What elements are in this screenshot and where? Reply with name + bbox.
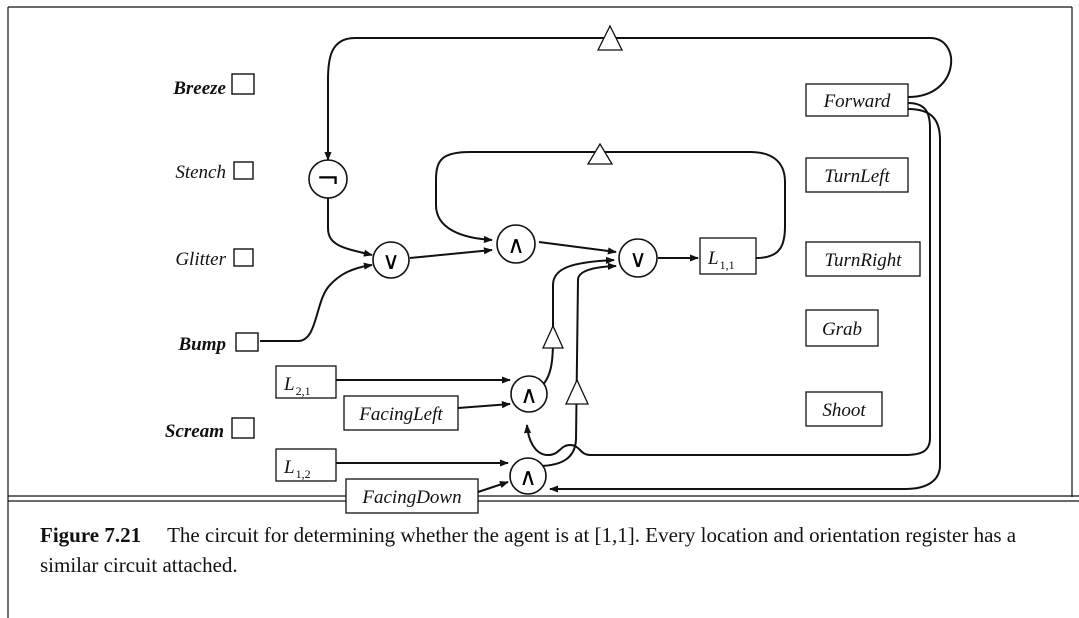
wire-bump-to-or1 [260,262,373,342]
wire-l11-loop [435,151,786,259]
sensor-bump-label: Bump [177,334,226,355]
register-l12-sub: 1,2 [296,467,311,481]
sensor-breeze-label: Breeze [172,78,226,99]
register-l11-sub: 1,1 [720,258,735,272]
register-facing-left-label: FacingLeft [358,404,443,425]
sensor-stench-label: Stench [175,162,226,183]
action-forward: Forward [805,83,909,117]
not-gate-symbol: ¬ [316,162,339,195]
register-l21-sub: 2,1 [296,384,311,398]
or-gate-1: ∨ [372,241,410,279]
action-turn-right: TurnRight [805,241,921,277]
sensor-scream: Scream [165,417,255,442]
action-grab: Grab [805,309,879,347]
register-l12: L1,2 [275,448,337,482]
action-turn-left: TurnLeft [805,157,909,193]
register-l21-base: L [283,374,295,395]
wire-or1-to-and1 [409,247,493,259]
sensor-glitter-box [233,248,254,267]
register-facing-left: FacingLeft [343,395,459,431]
sensor-scream-box [231,417,255,439]
register-l12-base: L [283,457,295,478]
wire-facingdown-to-and3 [477,481,509,493]
or-gate-1-symbol: ∨ [382,247,400,275]
register-l11-base: L [707,248,719,269]
delay-triangle-top [596,24,624,51]
delay-triangle-loop [586,142,614,165]
register-l11: L1,1 [699,237,757,275]
delay-triangle-and2 [541,324,565,349]
svg-text:L1,1: L1,1 [707,248,735,272]
action-shoot: Shoot [805,391,883,427]
or-gate-2: ∨ [618,238,658,278]
action-turn-right-label: TurnRight [824,250,902,271]
wire-and2-to-or2 [536,256,615,391]
wire-and1-to-or2 [538,241,617,255]
register-l21: L2,1 [275,365,337,399]
action-shoot-label: Shoot [822,400,866,421]
sensor-bump: Bump [177,332,259,355]
and-gate-2: ∧ [510,375,548,413]
action-grab-label: Grab [822,319,862,340]
and-gate-3-symbol: ∧ [519,463,537,491]
sensor-stench: Stench [175,161,254,183]
sensor-stench-box [233,161,254,180]
wire-forward-to-and3 [549,108,941,493]
sensor-breeze: Breeze [172,73,255,99]
action-turn-left-label: TurnLeft [824,166,890,187]
sensor-bump-box [235,332,259,352]
or-gate-2-symbol: ∨ [629,245,647,273]
wire-forward-loop [324,37,953,161]
and-gate-1-symbol: ∧ [507,231,525,259]
sensor-glitter-label: Glitter [175,249,226,270]
and-gate-3: ∧ [509,457,547,495]
sensor-breeze-box [231,73,255,95]
action-forward-label: Forward [823,91,891,112]
not-gate: ¬ [308,159,348,199]
wire-facingleft-to-and2 [457,401,511,409]
register-facing-down: FacingDown [345,478,479,514]
figure-caption-text: The circuit for determining whether the … [40,523,1017,577]
sensor-glitter: Glitter [175,248,254,270]
wire-not-to-or1 [327,197,373,257]
register-facing-down-label: FacingDown [361,487,461,508]
figure-number: Figure 7.21 [40,523,142,547]
svg-text:L2,1: L2,1 [283,374,311,398]
delay-triangle-and3 [564,378,590,405]
and-gate-2-symbol: ∧ [520,381,538,409]
wire-and3-to-or2 [537,262,617,467]
sensor-scream-label: Scream [165,421,224,442]
svg-text:L1,2: L1,2 [283,457,311,481]
wire-forward-to-and2 [523,102,931,457]
and-gate-1: ∧ [496,224,536,264]
